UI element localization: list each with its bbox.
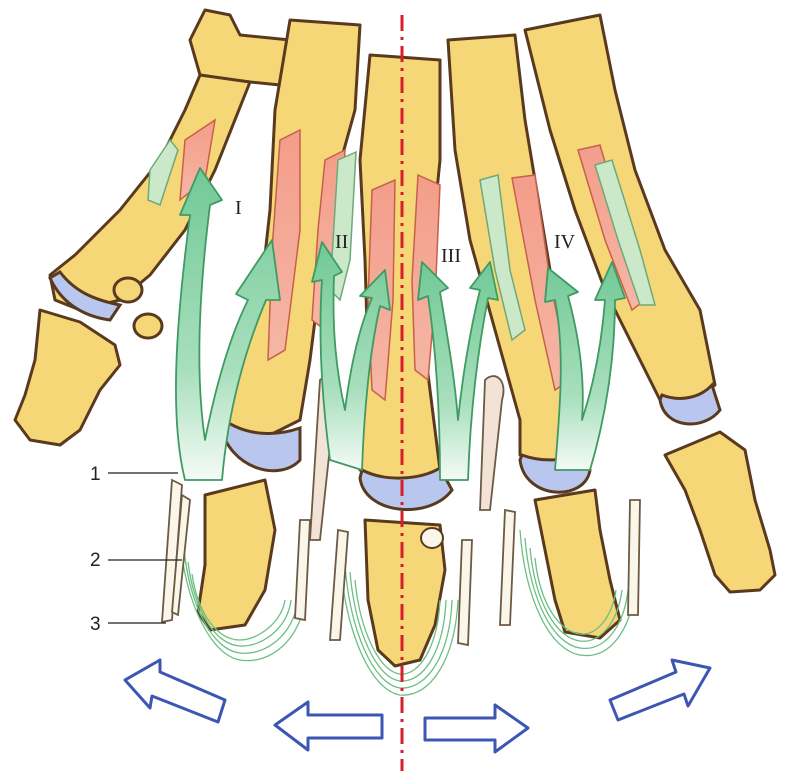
callout-2: 2 <box>90 550 101 571</box>
callout-3: 3 <box>90 614 101 635</box>
sesamoid-bone <box>421 528 443 548</box>
index-proximal-phalanx <box>198 480 275 630</box>
tendon-strip <box>458 540 472 645</box>
sesamoid-bone <box>114 278 142 302</box>
abduction-arrows <box>125 660 710 752</box>
thumb-proximal-phalanx <box>15 310 120 445</box>
abduction-arrow-right-inner <box>425 705 528 752</box>
sesamoid-bone <box>134 314 162 338</box>
tendon-strip <box>295 520 310 620</box>
tendon-strip <box>480 376 504 510</box>
abduction-arrow-right-outer <box>610 660 710 720</box>
tendon-strip <box>330 530 348 640</box>
little-finger-phalanx <box>665 432 775 592</box>
bones-layer <box>15 10 775 666</box>
tendon-strip <box>628 500 640 615</box>
label-I: I <box>235 197 242 219</box>
abduction-arrow-left-outer <box>125 660 225 722</box>
label-II: II <box>335 231 348 253</box>
tendon-strip <box>500 510 515 625</box>
abduction-arrow-left-inner <box>275 702 382 750</box>
label-III: III <box>441 245 461 267</box>
callout-1: 1 <box>90 464 101 485</box>
label-IV: IV <box>554 231 576 253</box>
